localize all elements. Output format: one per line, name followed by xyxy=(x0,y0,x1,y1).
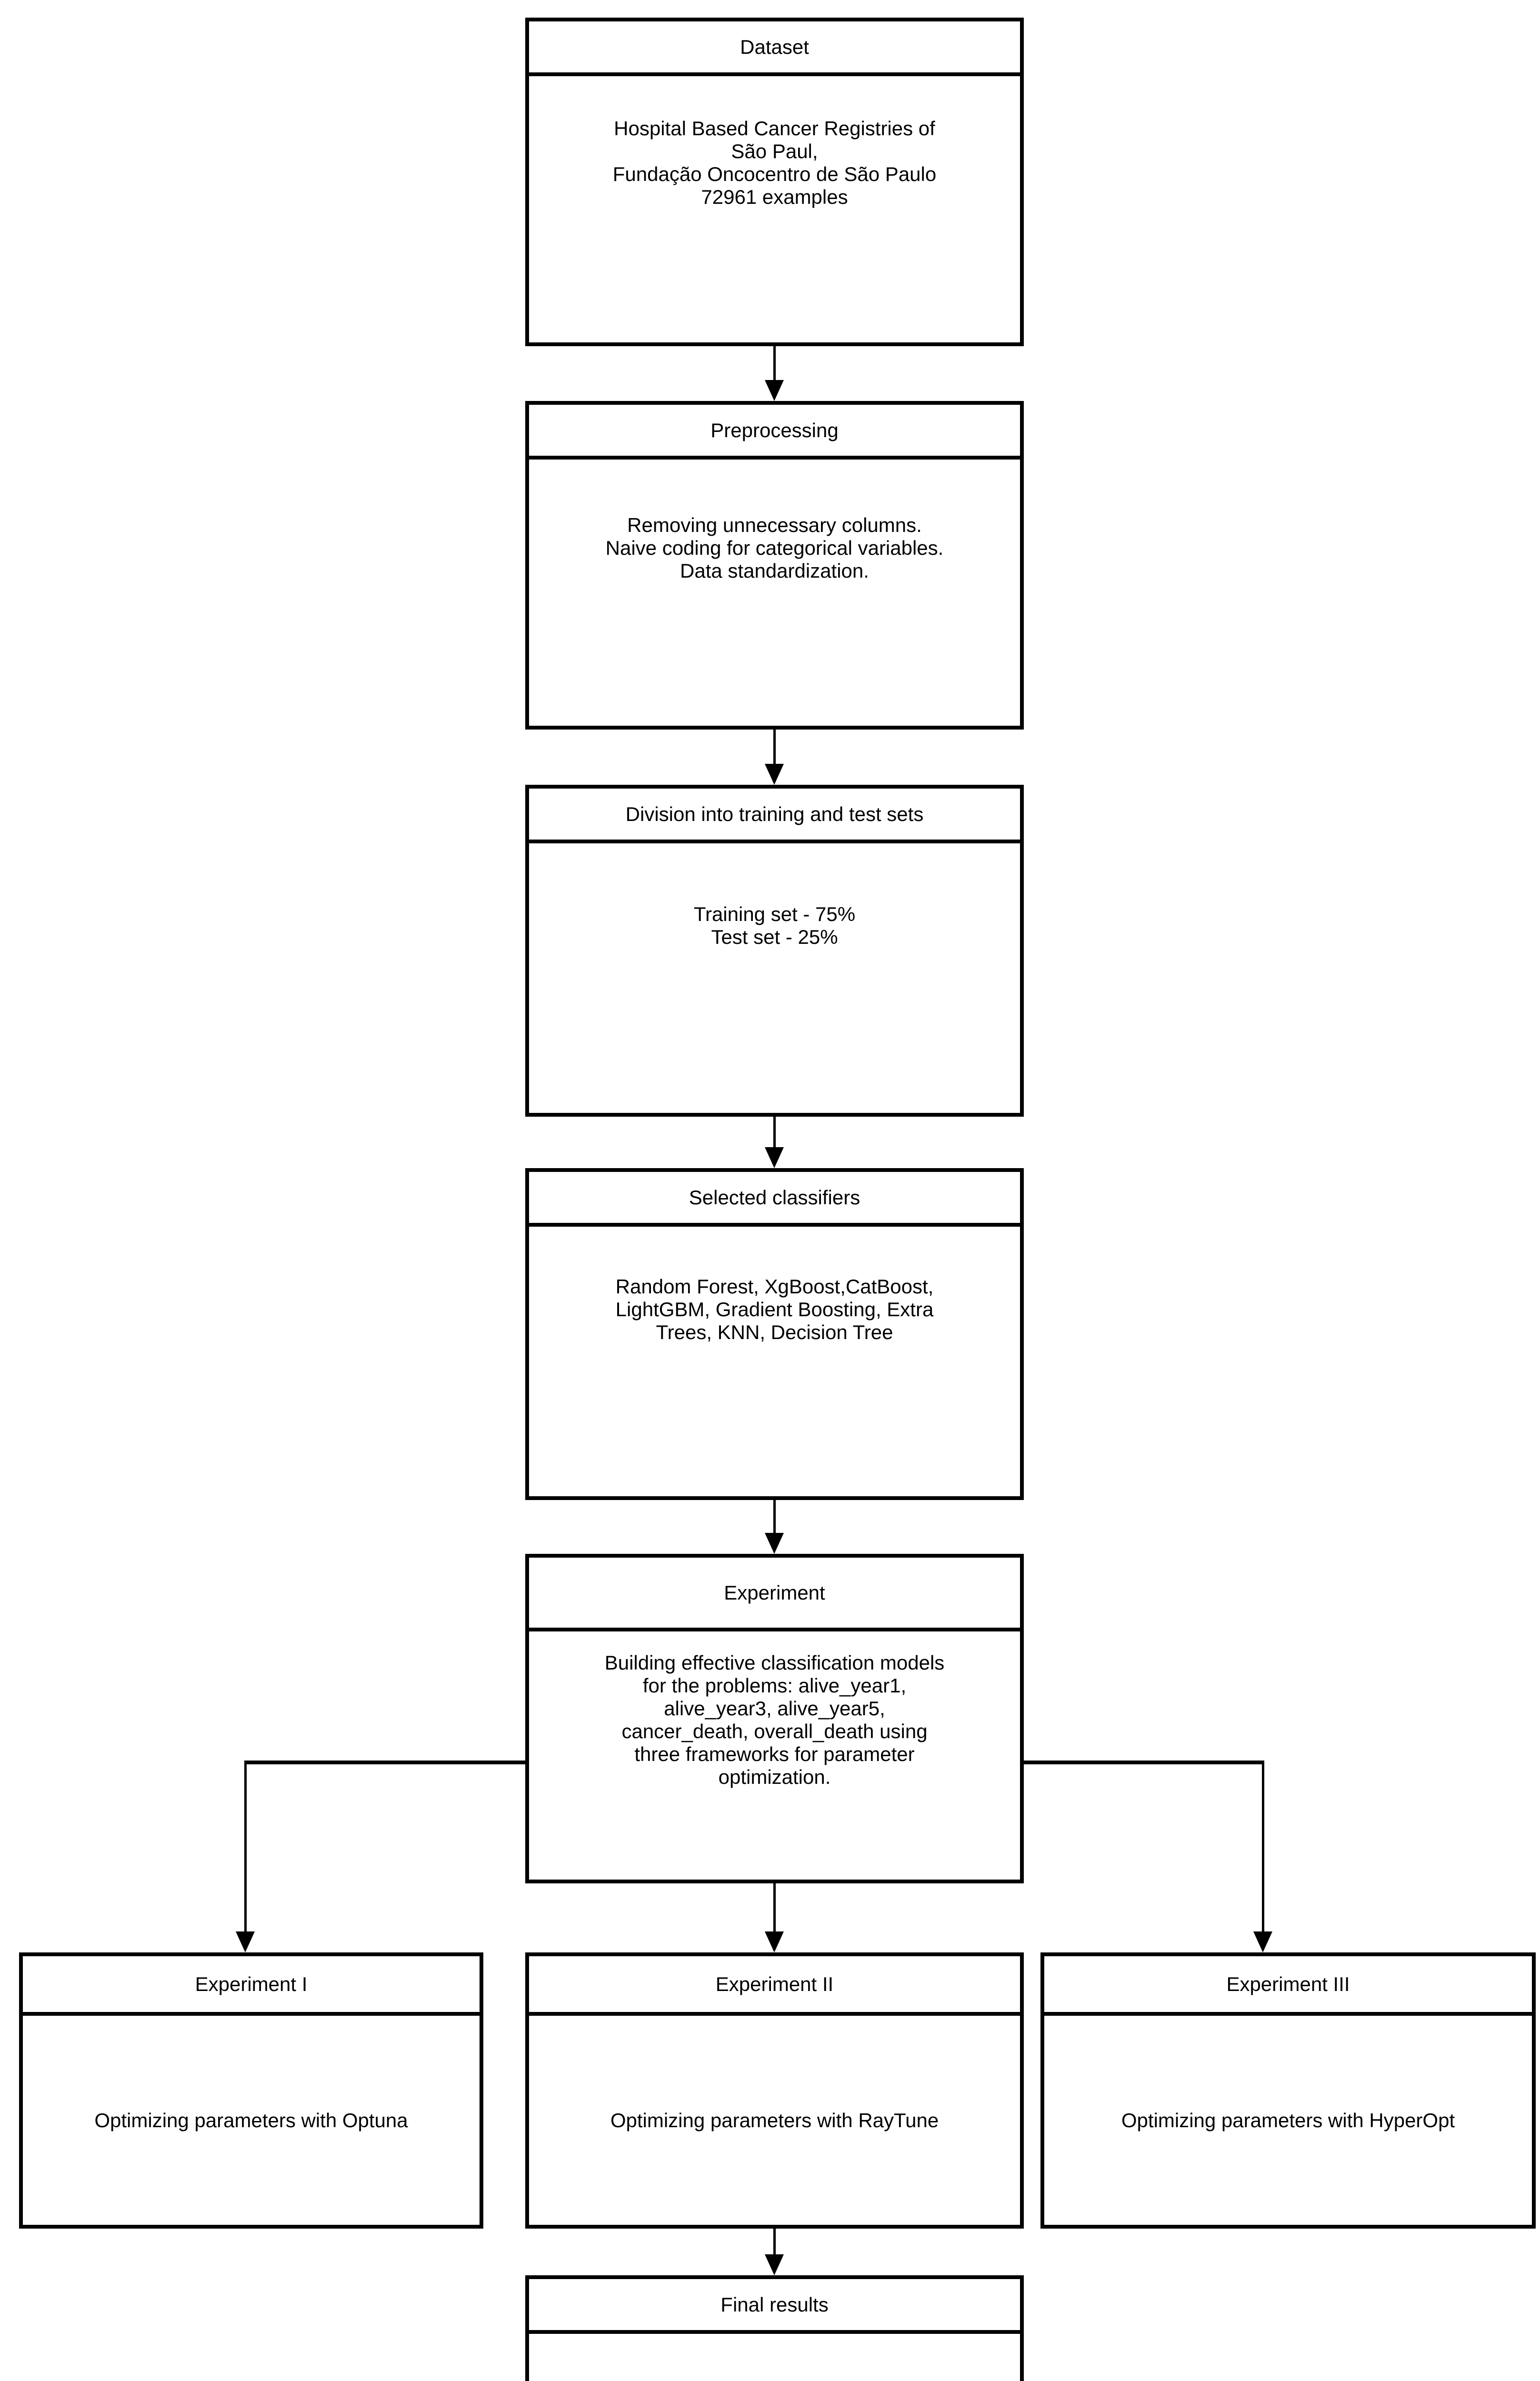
flow-node-experiment1: Experiment I Optimizing parameters with … xyxy=(19,1952,483,2229)
arrowhead-dataset-to-preprocessing xyxy=(765,380,784,401)
dataset-header: Dataset xyxy=(529,21,1020,76)
experiment1-header: Experiment I xyxy=(23,1956,480,2016)
experiment1-body: Optimizing parameters with Optuna xyxy=(23,2016,480,2225)
arrow-experiment-to-experiment2 xyxy=(773,1883,776,1931)
arrowhead-experiment-to-experiment2 xyxy=(765,1931,784,1952)
arrow-dataset-to-preprocessing xyxy=(773,346,776,381)
flow-node-preprocessing: Preprocessing Removing unnecessary colum… xyxy=(525,401,1024,730)
experiment3-title: Experiment III xyxy=(1226,1972,1350,1995)
experiment-title: Experiment xyxy=(724,1581,825,1604)
connector-experiment-to-experiment1-vertical xyxy=(244,1761,247,1931)
experiment2-body: Optimizing parameters with RayTune xyxy=(529,2016,1020,2225)
dataset-body-text: Hospital Based Cancer Registries of São … xyxy=(612,117,937,208)
experiment3-header: Experiment III xyxy=(1044,1956,1532,2016)
arrow-preprocessing-to-division xyxy=(773,730,776,764)
final-results-header: Final results xyxy=(529,2279,1020,2334)
division-body: Training set - 75% Test set - 25% xyxy=(529,843,1020,1113)
classifiers-header: Selected classifiers xyxy=(529,1172,1020,1227)
division-title: Division into training and test sets xyxy=(625,802,924,825)
experiment2-header: Experiment II xyxy=(529,1956,1020,2016)
flow-node-classifiers: Selected classifiers Random Forest, XgBo… xyxy=(525,1168,1024,1500)
preprocessing-body: Removing unnecessary columns. Naive codi… xyxy=(529,460,1020,726)
division-body-text: Training set - 75% Test set - 25% xyxy=(693,903,856,948)
experiment1-title: Experiment I xyxy=(195,1972,308,1995)
flow-node-experiment2: Experiment II Optimizing parameters with… xyxy=(525,1952,1024,2229)
dataset-title: Dataset xyxy=(740,35,809,58)
connector-experiment-to-experiment1-horizontal xyxy=(245,1761,525,1764)
experiment2-title: Experiment II xyxy=(715,1972,834,1995)
experiment-body-text: Building effective classification models… xyxy=(604,1651,945,1788)
classifiers-title: Selected classifiers xyxy=(689,1186,860,1209)
final-results-title: Final results xyxy=(720,2293,829,2316)
experiment3-body-text: Optimizing parameters with HyperOpt xyxy=(1121,2109,1455,2131)
flow-node-dataset: Dataset Hospital Based Cancer Registries… xyxy=(525,18,1024,346)
classifiers-body: Random Forest, XgBoost,CatBoost, LightGB… xyxy=(529,1227,1020,1496)
arrowhead-preprocessing-to-division xyxy=(765,764,784,785)
preprocessing-title: Preprocessing xyxy=(710,419,839,441)
experiment1-body-text: Optimizing parameters with Optuna xyxy=(94,2109,408,2131)
connector-experiment-to-experiment3-vertical xyxy=(1262,1761,1264,1931)
arrowhead-division-to-classifiers xyxy=(765,1147,784,1168)
flow-node-final-results: Final results Classification accuracy an… xyxy=(525,2275,1024,2381)
flow-node-experiment: Experiment Building effective classifica… xyxy=(525,1554,1024,1883)
classifiers-body-text: Random Forest, XgBoost,CatBoost, LightGB… xyxy=(615,1275,934,1343)
preprocessing-body-text: Removing unnecessary columns. Naive codi… xyxy=(605,513,944,582)
arrowhead-experiment2-to-final xyxy=(765,2254,784,2275)
flow-node-division: Division into training and test sets Tra… xyxy=(525,785,1024,1117)
arrow-experiment2-to-final xyxy=(773,2229,776,2254)
preprocessing-header: Preprocessing xyxy=(529,405,1020,460)
arrow-division-to-classifiers xyxy=(773,1117,776,1147)
arrow-classifiers-to-experiment xyxy=(773,1500,776,1533)
flow-node-experiment3: Experiment III Optimizing parameters wit… xyxy=(1040,1952,1536,2229)
arrowhead-experiment-to-experiment1 xyxy=(236,1931,255,1952)
final-results-body: Classification accuracy and F1-score on … xyxy=(529,2334,1020,2381)
arrowhead-classifiers-to-experiment xyxy=(765,1533,784,1554)
division-header: Division into training and test sets xyxy=(529,789,1020,843)
experiment-header: Experiment xyxy=(529,1558,1020,1631)
experiment3-body: Optimizing parameters with HyperOpt xyxy=(1044,2016,1532,2225)
experiment2-body-text: Optimizing parameters with RayTune xyxy=(610,2109,939,2131)
connector-experiment-to-experiment3-horizontal xyxy=(1024,1761,1263,1764)
arrowhead-experiment-to-experiment3 xyxy=(1253,1931,1272,1952)
experiment-body: Building effective classification models… xyxy=(529,1631,1020,1880)
dataset-body: Hospital Based Cancer Registries of São … xyxy=(529,76,1020,342)
